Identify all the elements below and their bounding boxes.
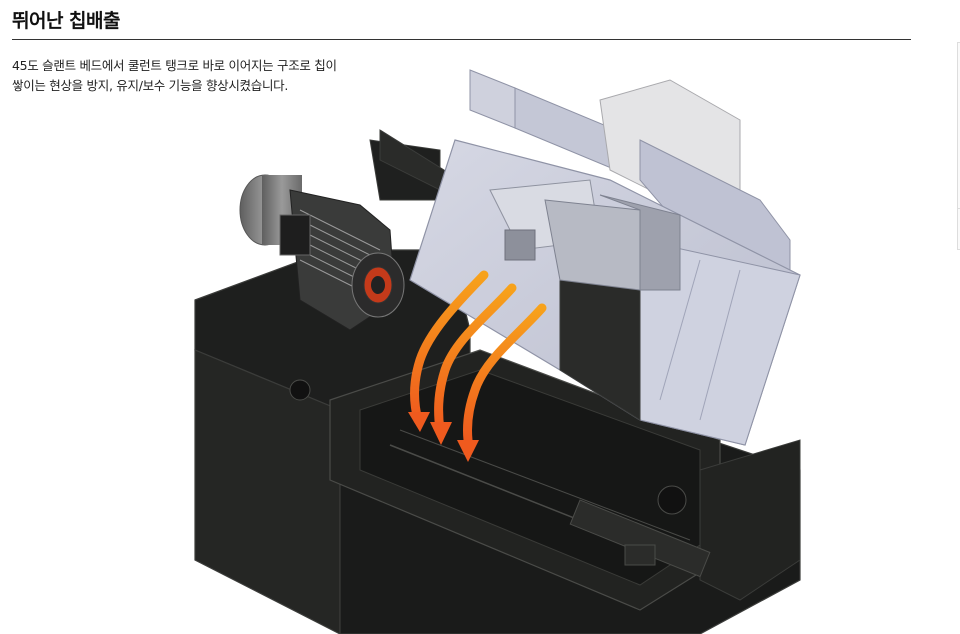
title-divider [12, 39, 911, 40]
chip-flow-arrowhead [430, 422, 452, 445]
description-line-1: 45도 슬랜트 베드에서 쿨런트 탱크로 바로 이어지는 구조로 칩이 [12, 58, 337, 73]
chip-flow-arrowhead [408, 412, 430, 432]
chip-flow-arrow [410, 270, 489, 425]
chip-flow-arrowhead [457, 440, 479, 462]
chip-flow-arrow [434, 283, 517, 435]
chip-flow-arrows [408, 270, 547, 462]
description-line-2: 쌓이는 현상을 방지, 유지/보수 기능을 향상시켰습니다. [12, 78, 289, 93]
spindle-motor [239, 174, 405, 331]
side-panel-edge [957, 42, 960, 250]
side-panel-divider [957, 208, 960, 209]
section-description: 45도 슬랜트 베드에서 쿨런트 탱크로 바로 이어지는 구조로 칩이 쌓이는 … [12, 56, 432, 96]
turret-unit [489, 179, 681, 291]
section-title: 뛰어난 칩배출 [12, 10, 121, 32]
chip-flow-arrow [463, 303, 547, 445]
